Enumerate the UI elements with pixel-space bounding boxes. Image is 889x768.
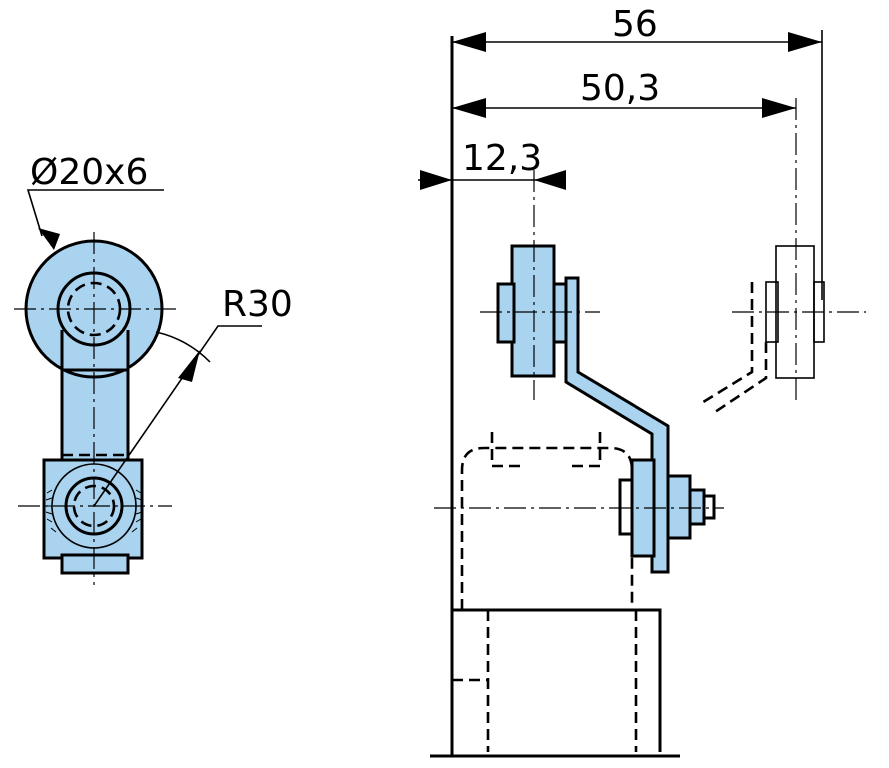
diameter-label: Ø20x6 <box>30 152 148 193</box>
switch-body-upper <box>460 446 634 610</box>
lever-hub-foot <box>60 553 130 575</box>
front-view <box>14 189 262 585</box>
bent-lever <box>564 276 670 574</box>
roller-side <box>510 244 556 378</box>
lever-hub <box>42 458 144 560</box>
switch-body-base <box>452 608 662 752</box>
radius-label: R30 <box>222 284 293 325</box>
nut <box>666 474 692 540</box>
roller-hub-side <box>496 282 516 344</box>
phantom-roller <box>699 245 825 416</box>
dimension-56: 56 <box>612 4 658 45</box>
lever-arm <box>60 363 130 467</box>
side-view <box>418 30 866 758</box>
dimension-12-3: 12,3 <box>462 138 542 179</box>
dimension-50-3: 50,3 <box>580 68 660 109</box>
